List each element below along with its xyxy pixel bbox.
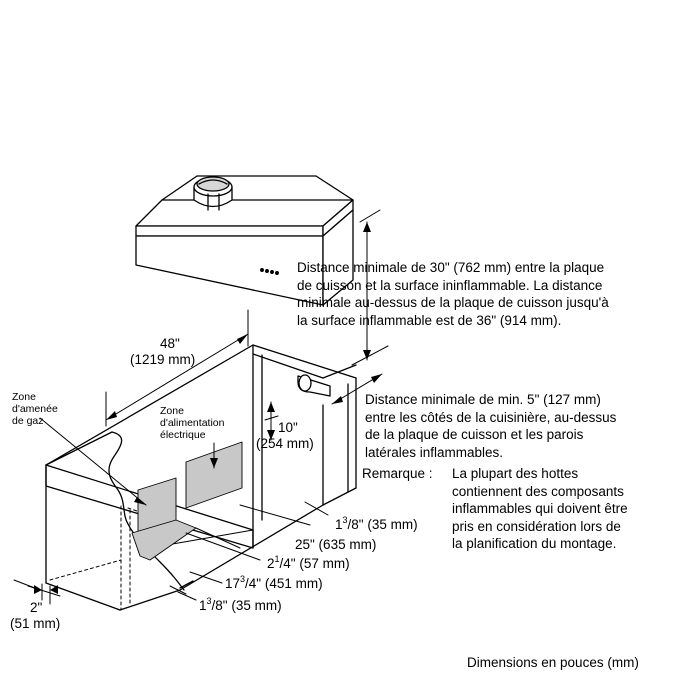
remark-line-5: la planification du montage. xyxy=(452,536,617,551)
dim-2-1-4-mm: (57 mm) xyxy=(299,556,350,571)
dim-2-mm-label: (51 mm) xyxy=(10,616,61,631)
frac-num-b: 3 xyxy=(206,596,212,606)
width-inches-label: 48" xyxy=(160,336,180,351)
dim-17-3-4-label: 173/4" (451 mm) xyxy=(225,574,323,592)
note-30-line-2: de cuisson et la surface ininflammable. … xyxy=(297,277,603,293)
note-30-line-4: la surface inflammable est de 36" (914 m… xyxy=(297,312,562,328)
arrow-heads xyxy=(34,222,382,594)
note-5-line-1: Distance minimale de min. 5" (127 mm) xyxy=(365,392,601,407)
dim-2-1-4-label: 21/4" (57 mm) xyxy=(267,554,350,572)
frac-num-3: 3 xyxy=(240,574,246,584)
frac-num-1: 1 xyxy=(274,554,280,564)
frac-whole-b: 1 xyxy=(199,598,207,613)
dim-2-inches-label: 2" xyxy=(30,600,43,615)
width-mm-label: (1219 mm) xyxy=(130,352,196,367)
cabinet-box xyxy=(45,344,357,611)
note-5-line-3: de la plaque de cuisson et les parois xyxy=(365,427,584,442)
gas-zone-line-1: Zone xyxy=(12,391,36,403)
note-30-line-3: minimale au-dessus de la plaque de cuiss… xyxy=(297,295,609,310)
frac-whole-2: 2 xyxy=(267,556,275,571)
remark-line-4: pris en considération lors de xyxy=(452,518,621,534)
remark-label: Remarque : xyxy=(362,466,433,481)
dimension-lines xyxy=(13,209,389,605)
frac-whole-17: 17 xyxy=(225,576,241,591)
frac-den-4b: /4" xyxy=(245,576,262,591)
remark-line-1: La plupart des hottes xyxy=(452,466,579,481)
height-10-inches-label: 10" xyxy=(278,420,298,435)
dim-1-3-8-lower-label: 13/8" (35 mm) xyxy=(199,596,282,614)
note-5-line-4: latérales inflammables. xyxy=(365,444,504,460)
remark-text: La plupart des hottes contiennent des co… xyxy=(452,465,628,553)
clearance-30-note: Distance minimale de 30" (762 mm) entre … xyxy=(297,259,609,329)
gas-zone-label: Zone d'amenée de gaz xyxy=(12,391,58,427)
clearance-5-note: Distance minimale de min. 5" (127 mm) en… xyxy=(365,391,616,461)
elec-zone-line-3: électrique xyxy=(160,429,206,442)
height-10-mm-label: (254 mm) xyxy=(256,436,314,451)
frac-den-4: /4" xyxy=(279,556,296,571)
frac-whole: 1 xyxy=(335,517,343,532)
frac-den: /8" xyxy=(347,517,364,532)
gas-zone-line-3: de gaz xyxy=(12,415,44,428)
remark-line-2: contiennent des composants xyxy=(452,483,624,499)
note-30-line-1: Distance minimale de 30" (762 mm) entre … xyxy=(297,260,605,275)
units-footer: Dimensions en pouces (mm) xyxy=(467,655,639,670)
electrical-zone-label: Zone d'alimentation électrique xyxy=(160,405,224,441)
dim-17-3-4-mm: (451 mm) xyxy=(264,576,323,591)
electrical-zone xyxy=(185,441,243,509)
gas-zone-line-2: d'amenée xyxy=(12,403,58,416)
note-5-line-2: entre les côtés de la cuisinière, au-des… xyxy=(365,409,617,425)
dim-1-3-8-upper-mm: (35 mm) xyxy=(367,517,418,532)
dim-25-label: 25" (635 mm) xyxy=(295,537,377,552)
vent-collar xyxy=(193,176,233,211)
dim-1-3-8-lower-mm: (35 mm) xyxy=(231,598,282,613)
frac-num: 3 xyxy=(342,515,348,525)
range-hood xyxy=(135,175,354,306)
elec-zone-line-2: d'alimentation xyxy=(160,417,225,430)
frac-den-b: /8" xyxy=(211,598,228,613)
hidden-lines xyxy=(49,505,141,611)
elec-zone-line-1: Zone xyxy=(160,405,184,417)
side-shelf xyxy=(297,374,331,397)
cutaway-edge xyxy=(45,431,185,591)
floor-zone xyxy=(131,519,197,561)
dim-1-3-8-upper-label: 13/8" (35 mm) xyxy=(335,515,418,533)
remark-line-3: inflammables qui doivent être xyxy=(452,501,628,516)
